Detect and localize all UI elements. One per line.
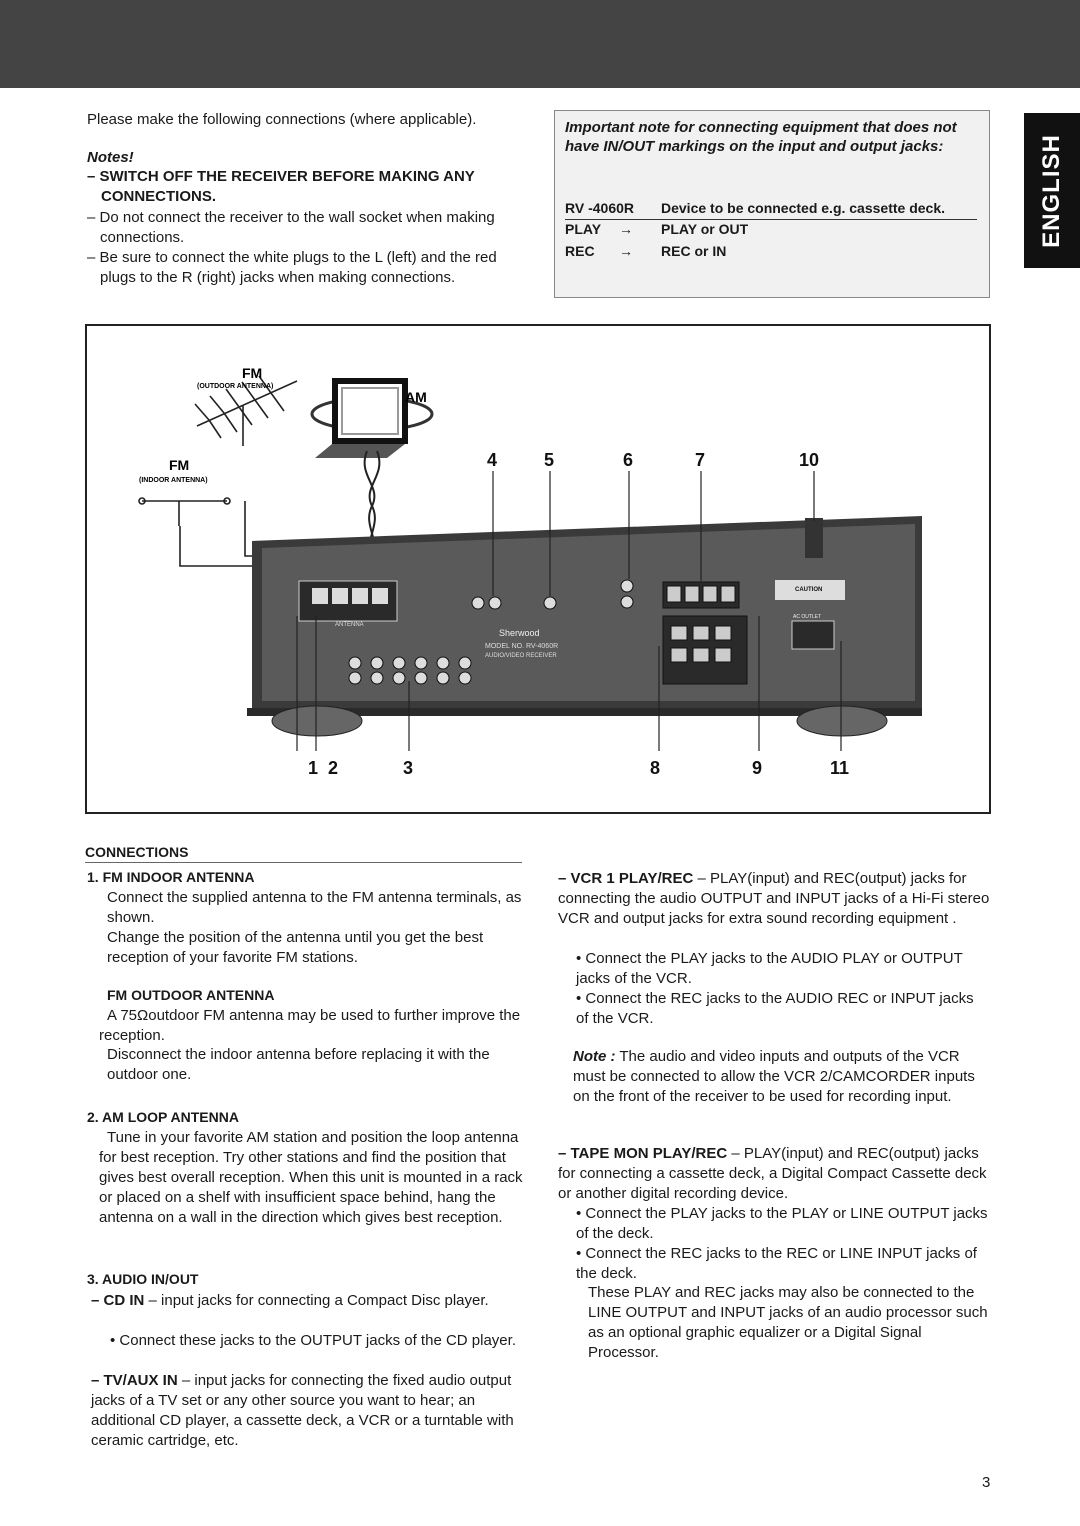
fm-indoor-label: FM — [169, 457, 189, 473]
vcr-note: Note : The audio and video inputs and ou… — [573, 1047, 993, 1107]
arrow-icon: → — [619, 243, 633, 259]
cd-in-label: – CD IN — [91, 1292, 145, 1309]
connections-title: CONNECTIONS — [85, 844, 189, 860]
am-label: AM — [405, 389, 427, 405]
callout-number: 8 — [650, 758, 660, 778]
tape-mon-paragraph: – TAPE MON PLAY/REC – PLAY(input) and RE… — [558, 1144, 990, 1204]
power-cord-icon — [805, 518, 823, 558]
important-note-box: Important note for connecting equipment … — [554, 110, 990, 298]
ac-outlet-label: AC OUTLET — [793, 614, 821, 620]
audio-jacks — [348, 579, 634, 685]
speaker-terminals — [662, 581, 748, 685]
bullet-item: • Connect these jacks to the OUTPUT jack… — [110, 1332, 516, 1349]
cd-in-paragraph: – CD IN – input jacks for connecting a C… — [91, 1291, 527, 1311]
paragraph: These PLAY and REC jacks may also be con… — [588, 1284, 988, 1361]
callout-number: 5 — [544, 450, 554, 470]
note-box-header-left: RV -4060R — [565, 200, 635, 216]
cd-in-text: – input jacks for connecting a Compact D… — [144, 1292, 489, 1309]
outdoor-antenna-icon — [194, 375, 298, 446]
tape-mon-label: – TAPE MON PLAY/REC — [558, 1145, 728, 1162]
paragraph: Tune in your favorite AM station and pos… — [99, 1129, 523, 1226]
callout-number: 4 — [487, 450, 497, 470]
brand-logo: Sherwood — [499, 628, 540, 638]
note-box-row-right: REC or IN — [661, 243, 727, 259]
arrow-icon: → — [619, 221, 633, 237]
section-title: FM OUTDOOR ANTENNA — [107, 987, 275, 1003]
rear-panel-diagram: FM (OUTDOOR ANTENNA) AM FM (INDOOR ANTEN… — [85, 324, 991, 814]
callout-number: 2 — [328, 758, 338, 778]
model-sublabel: AUDIO/VIDEO RECEIVER — [485, 653, 557, 659]
callout-lines — [296, 471, 842, 751]
note-item: – Do not connect the receiver to the wal… — [87, 209, 495, 246]
notes-title: Notes! — [87, 149, 134, 166]
header-bar — [0, 0, 1080, 88]
model-label: MODEL NO. RV-4060R — [485, 643, 558, 650]
section-title: 3. AUDIO IN/OUT — [87, 1271, 199, 1287]
vcr-text: – PLAY(input) and REC(output) jacks for … — [558, 870, 990, 927]
tv-aux-paragraph: – TV/AUX IN – input jacks for connecting… — [91, 1371, 527, 1451]
page-number: 3 — [982, 1474, 991, 1491]
paragraph: A 75Ωoutdoor FM antenna may be used to f… — [99, 1007, 521, 1044]
language-tab: ENGLISH — [1024, 113, 1080, 268]
tv-aux-label: – TV/AUX IN — [91, 1372, 178, 1389]
callout-number: 11 — [830, 758, 849, 778]
notes-warning: – SWITCH OFF THE RECEIVER BEFORE MAKING … — [87, 168, 475, 205]
callout-number: 1 — [308, 758, 318, 778]
paragraph: Connect the supplied antenna to the FM a… — [107, 889, 522, 926]
caution-label-plate — [775, 580, 845, 600]
section-title: 2. AM LOOP ANTENNA — [87, 1109, 239, 1125]
note-label: Note : — [573, 1048, 616, 1065]
vcr-label: – VCR 1 PLAY/REC — [558, 870, 694, 887]
section-title: 1. FM INDOOR ANTENNA — [87, 869, 255, 885]
note-box-row-right: PLAY or OUT — [661, 221, 749, 237]
tv-aux-text: – input jacks for connecting the fixed a… — [91, 1372, 514, 1449]
paragraph: Disconnect the indoor antenna before rep… — [107, 1046, 490, 1083]
callout-number: 9 — [752, 758, 762, 778]
callout-number: 7 — [695, 450, 705, 470]
tape-mon-text: – PLAY(input) and REC(output) jacks for … — [558, 1145, 987, 1202]
note-item: – Be sure to connect the white plugs to … — [87, 249, 497, 286]
paragraph: Change the position of the antenna until… — [107, 929, 484, 966]
antenna-terminals — [298, 580, 398, 622]
fm-outdoor-sublabel: (OUTDOOR ANTENNA) — [197, 383, 273, 390]
note-box-heading: Important note for connecting equipment … — [565, 119, 957, 155]
callout-number: 3 — [403, 758, 413, 778]
caution-text: CAUTION — [795, 587, 822, 593]
bullet-item: • Connect the PLAY jacks to the AUDIO PL… — [576, 950, 963, 987]
callout-number: 6 — [623, 450, 633, 470]
note-box-row-left: REC — [565, 243, 595, 259]
bullet-item: • Connect the REC jacks to the AUDIO REC… — [576, 990, 974, 1027]
intro-text: Please make the following connections (w… — [87, 111, 477, 128]
fm-outdoor-label: FM — [242, 365, 262, 381]
diagram-svg: FM (OUTDOOR ANTENNA) AM FM (INDOOR ANTEN… — [138, 365, 922, 778]
bullet-item: • Connect the PLAY jacks to the PLAY or … — [576, 1205, 988, 1242]
note-box-divider — [565, 219, 977, 220]
language-tab-label: ENGLISH — [1038, 133, 1065, 248]
callout-number: 10 — [799, 450, 819, 470]
bullet-item: • Connect the REC jacks to the REC or LI… — [576, 1245, 977, 1282]
note-text: The audio and video inputs and outputs o… — [573, 1048, 975, 1105]
ac-outlet — [791, 620, 835, 650]
antenna-panel-label: ANTENNA — [335, 622, 364, 628]
am-loop-antenna-icon — [310, 378, 434, 562]
note-box-row-left: PLAY — [565, 221, 602, 237]
connections-rule — [85, 862, 522, 863]
vcr-paragraph: – VCR 1 PLAY/REC – PLAY(input) and REC(o… — [558, 869, 990, 929]
note-box-header-right: Device to be connected e.g. cassette dec… — [661, 200, 946, 216]
fm-indoor-sublabel: (INDOOR ANTENNA) — [139, 477, 208, 484]
